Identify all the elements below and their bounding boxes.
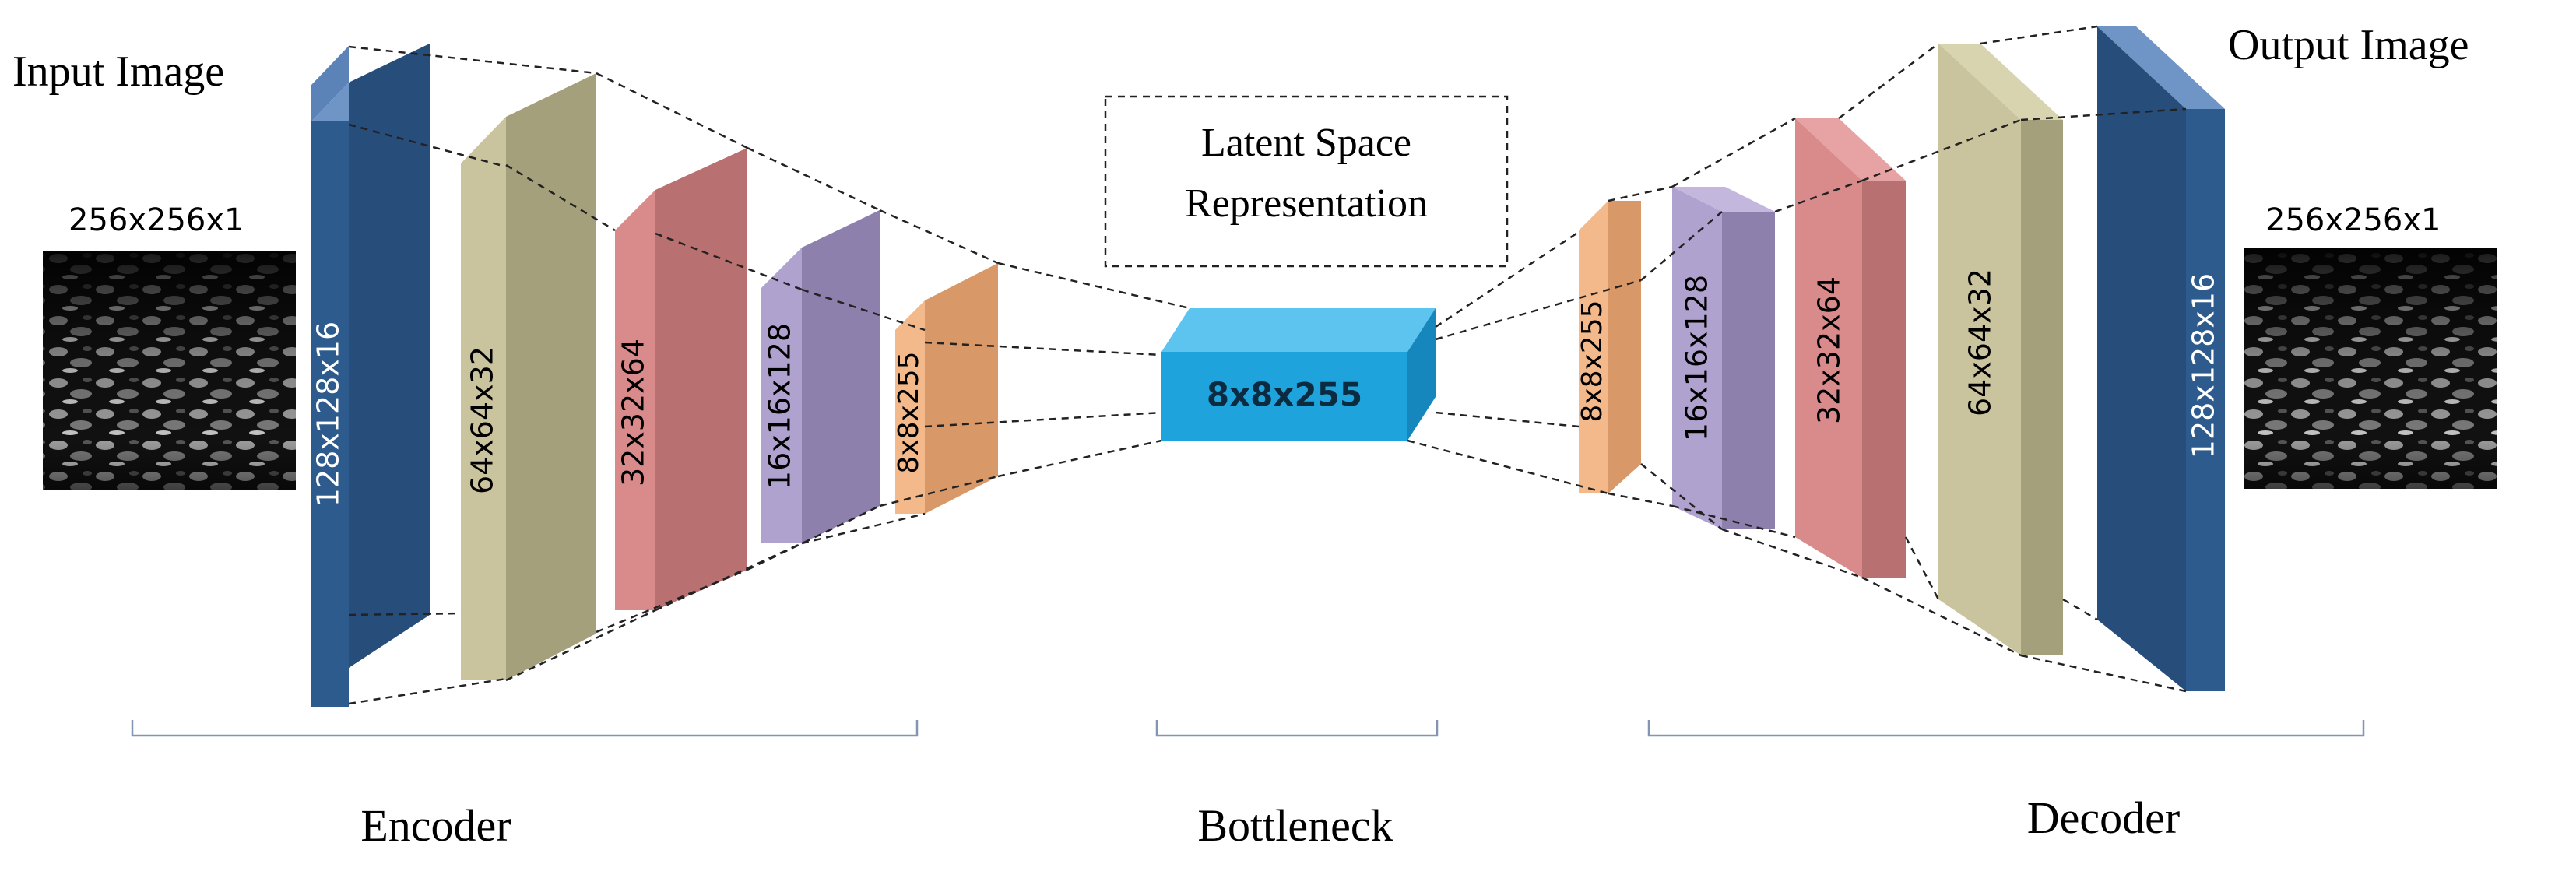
encoder-layer-5-label: 8x8x255	[893, 351, 925, 473]
decoder-label: Decoder	[2027, 792, 2180, 843]
decoder-layer-4: 64x64x32	[1938, 44, 2063, 655]
encoder-brace	[131, 720, 919, 737]
bottleneck-brace	[1155, 720, 1439, 737]
connection-lines	[348, 25, 2187, 705]
decoder-layer-1-label: 8x8x255	[1576, 300, 1608, 422]
input-image	[43, 251, 296, 490]
output-image-title: Output Image	[2228, 21, 2469, 69]
encoder-layer-4: 16x16x128	[761, 210, 880, 543]
decoder-layer-2-label: 16x16x128	[1680, 275, 1714, 441]
decoder-brace	[1647, 720, 2365, 737]
output-image	[2244, 248, 2497, 489]
bottleneck-label: 8x8x255	[1207, 376, 1362, 414]
decoder-layer-2: 16x16x128	[1672, 187, 1775, 529]
decoder-layer-5-label: 128x128x16	[2187, 273, 2221, 458]
latent-space-line1: Latent Space	[1201, 121, 1411, 165]
bottleneck-section-label: Bottleneck	[1197, 800, 1393, 851]
encoder-layer-2-label: 64x64x32	[466, 346, 500, 494]
decoder-layer-3-label: 32x32x64	[1812, 276, 1847, 424]
input-size-label: 256x256x1	[69, 202, 244, 238]
encoder-layer-3-label: 32x32x64	[617, 339, 651, 486]
encoder-label: Encoder	[360, 800, 511, 851]
decoder-layer-1: 8x8x255	[1576, 201, 1641, 493]
bottleneck-block: 8x8x255	[1161, 308, 1436, 441]
decoder-layer-5: 128x128x16	[2097, 26, 2225, 691]
decoder-layer-3: 32x32x64	[1795, 118, 1906, 578]
encoder-layer-1: 128x128x16	[311, 44, 430, 707]
latent-space-line2: Representation	[1185, 181, 1428, 226]
encoder-layer-3: 32x32x64	[615, 148, 747, 610]
latent-space-box: Latent Space Representation	[1104, 95, 1509, 268]
output-size-label: 256x256x1	[2265, 202, 2441, 238]
input-image-title: Input Image	[12, 47, 224, 96]
encoder-layer-2: 64x64x32	[461, 73, 596, 680]
encoder-layer-4-label: 16x16x128	[763, 323, 797, 490]
encoder-layer-5: 8x8x255	[893, 263, 998, 514]
encoder-layer-1-label: 128x128x16	[311, 321, 346, 507]
decoder-layer-4-label: 64x64x32	[1963, 269, 1998, 416]
